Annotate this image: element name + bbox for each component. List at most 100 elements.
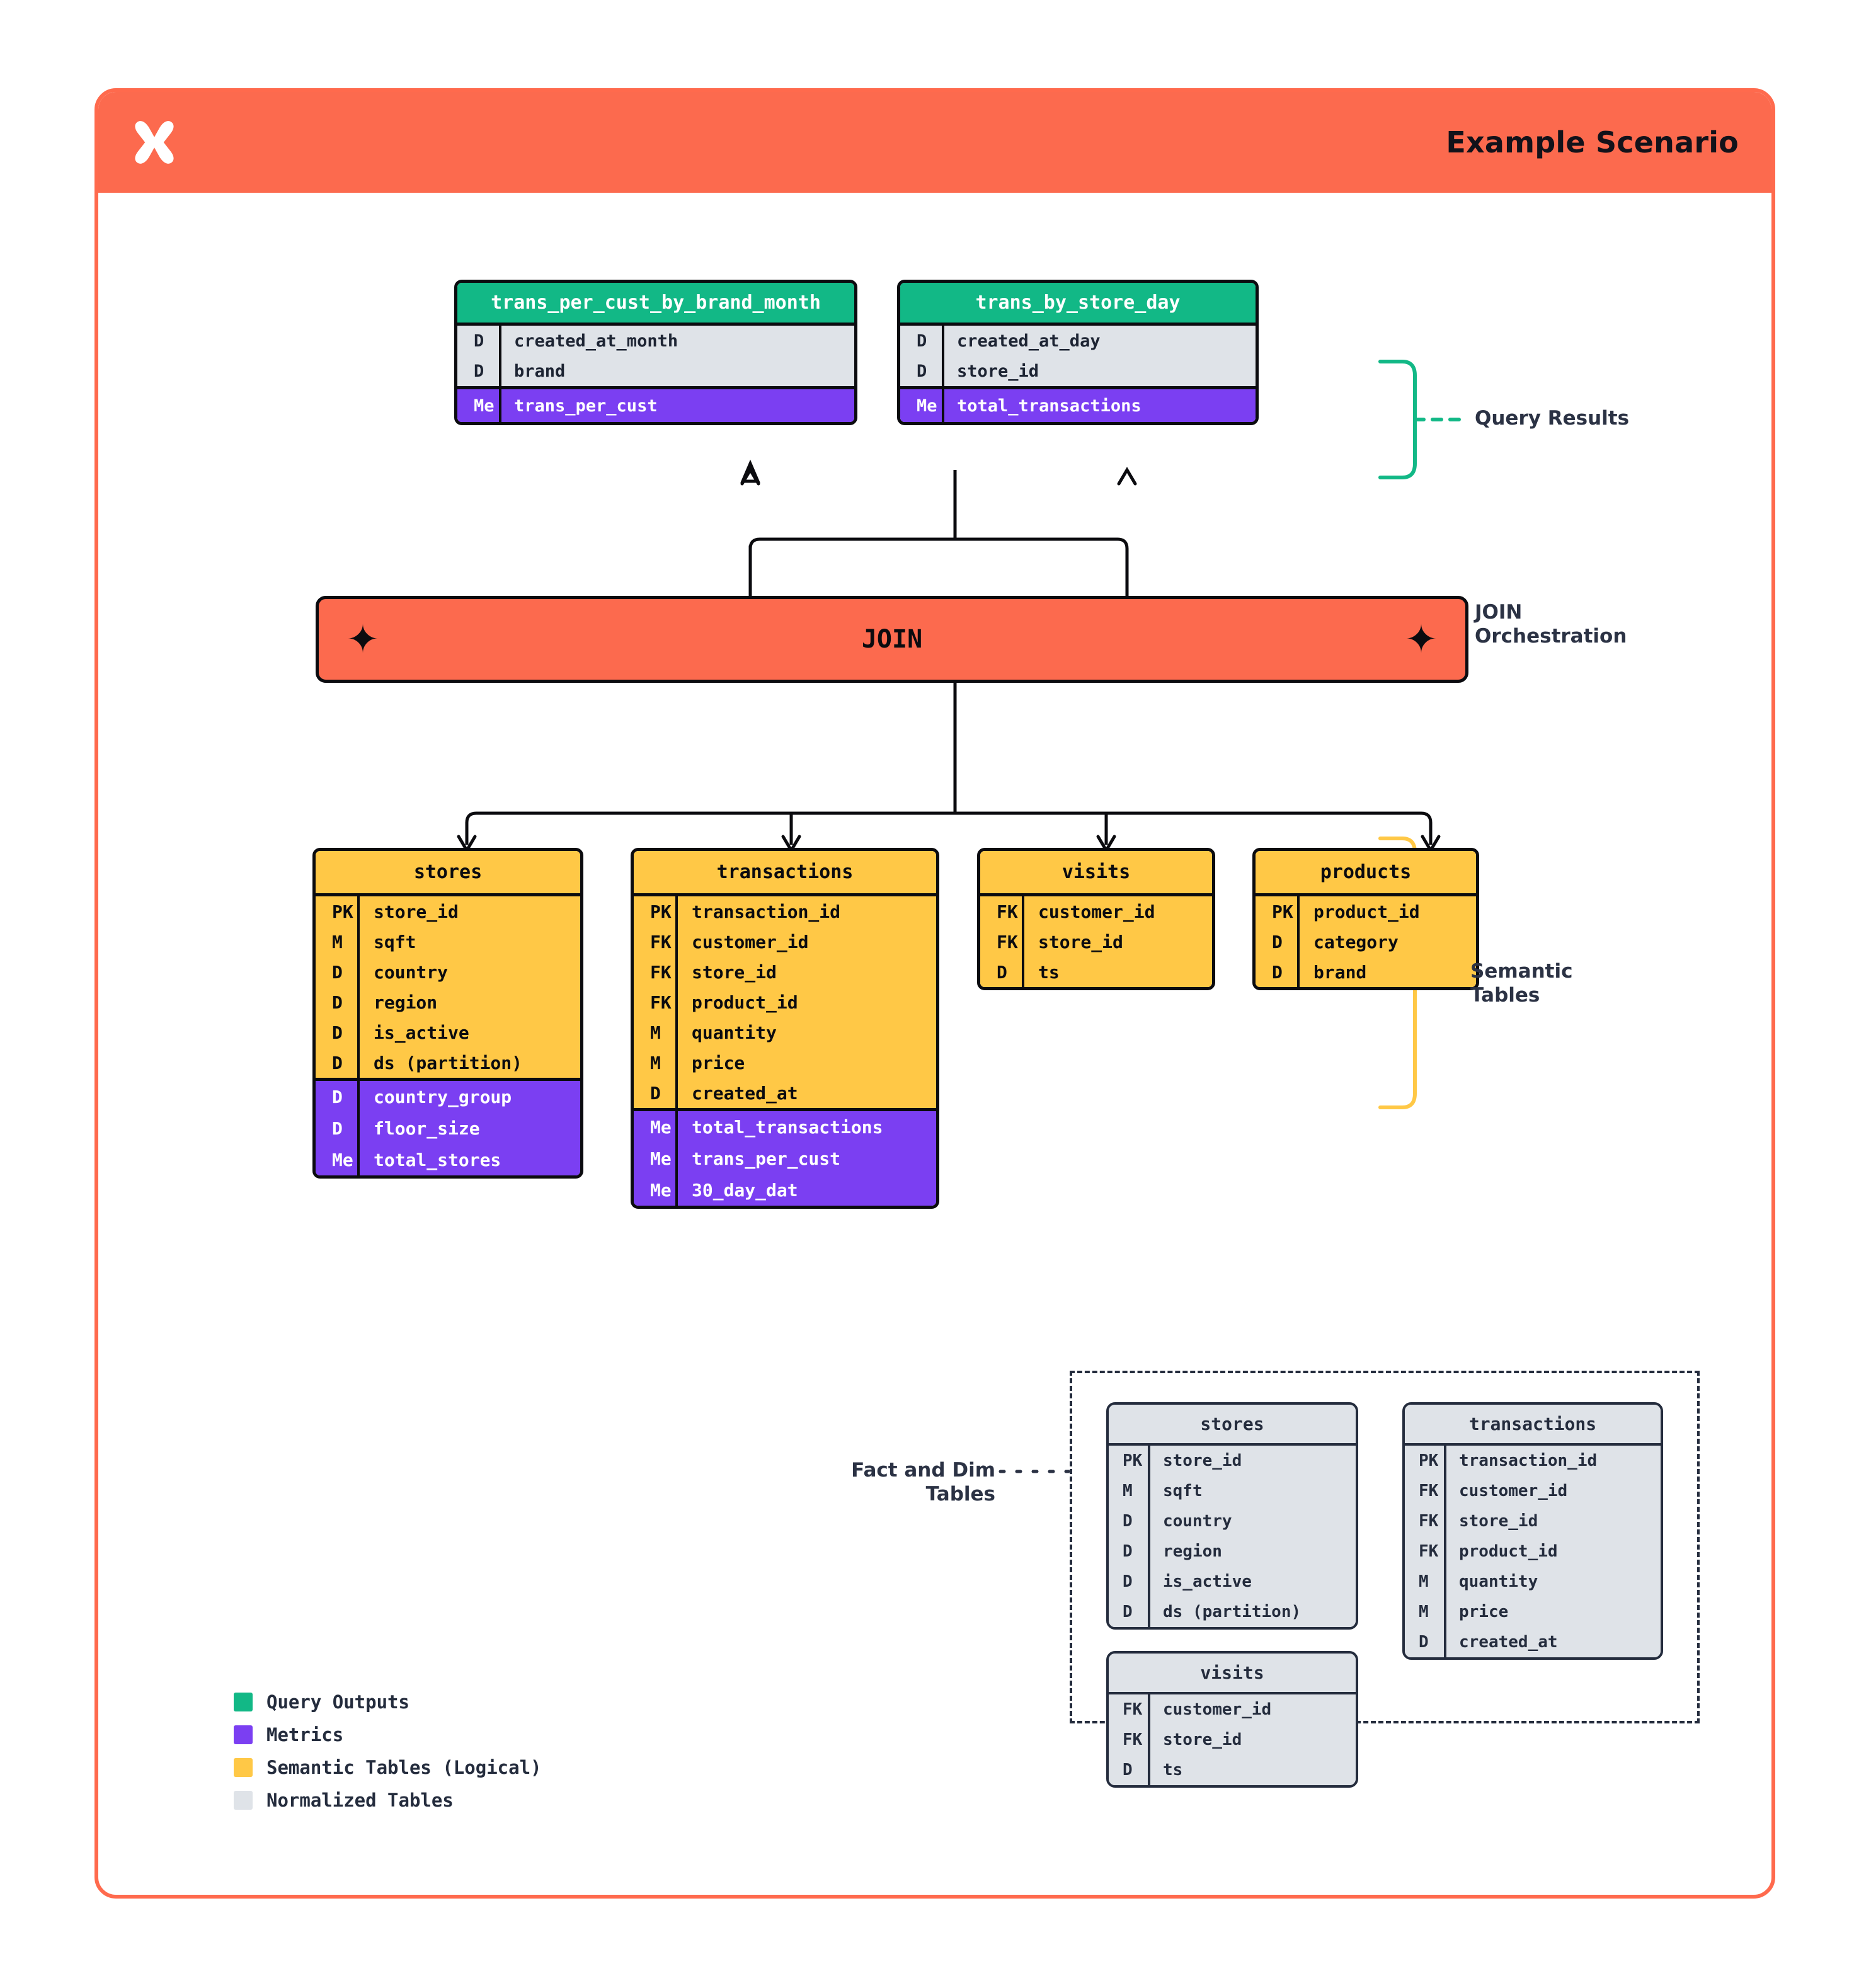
- row-field: is_active: [1148, 1567, 1356, 1597]
- row-tag: D: [332, 1052, 343, 1073]
- row-tag: D: [917, 361, 927, 381]
- row-field: store_id: [1148, 1725, 1356, 1755]
- row-tag: FK: [1419, 1542, 1439, 1561]
- row-field: brand: [1297, 957, 1476, 987]
- query-result-table-0[interactable]: trans_per_cust_by_brand_month D created_…: [454, 280, 857, 425]
- join-orchestration-bar[interactable]: ✦ JOIN ✦: [316, 596, 1468, 683]
- annotation-label: Fact and Dim Tables: [851, 1459, 995, 1505]
- sparkle-icon: ✦: [346, 616, 379, 662]
- table-row: D created_at_day: [900, 326, 1256, 356]
- row-tag: Me: [650, 1148, 672, 1169]
- legend-swatch-metrics: [234, 1725, 253, 1744]
- row-tag: D: [474, 331, 484, 351]
- page-title: Example Scenario: [1446, 125, 1739, 159]
- row-tag: D: [650, 1082, 661, 1104]
- row-field: trans_per_cust: [675, 1143, 936, 1174]
- card-header: Example Scenario: [98, 92, 1771, 193]
- row-field: trans_per_cust: [499, 389, 854, 422]
- row-field: customer_id: [1444, 1476, 1661, 1506]
- legend-label: Query Outputs: [266, 1691, 409, 1713]
- row-field: created_at_month: [499, 326, 854, 356]
- legend-swatch-semantic-tables: [234, 1758, 253, 1777]
- row-tag: D: [332, 961, 343, 983]
- row-field: price: [1444, 1597, 1661, 1627]
- table-title: transactions: [1405, 1405, 1661, 1443]
- row-field: store_id: [357, 896, 580, 927]
- annotation-fact-dim-tables: Fact and Dim Tables: [787, 1459, 995, 1507]
- table-row: D brand: [457, 356, 854, 386]
- row-tag: D: [474, 361, 484, 381]
- row-field: ds (partition): [357, 1048, 580, 1078]
- row-field: store_id: [675, 957, 936, 987]
- row-field: transaction_id: [675, 896, 936, 927]
- row-tag: Me: [917, 396, 937, 416]
- annotation-label-line2: Orchestration: [1475, 624, 1627, 648]
- table-row: D created_at_month: [457, 326, 854, 356]
- scenario-card: Example Scenario: [94, 88, 1775, 1899]
- row-tag: D: [332, 1022, 343, 1043]
- row-tag: D: [1272, 931, 1283, 952]
- row-tag: D: [997, 961, 1007, 983]
- row-tag: D: [1123, 1602, 1133, 1621]
- annotation-label-line1: JOIN: [1475, 601, 1523, 624]
- row-field: product_id: [1297, 896, 1476, 927]
- row-tag: FK: [650, 931, 672, 952]
- row-field: category: [1297, 927, 1476, 957]
- row-tag: D: [332, 1117, 343, 1139]
- row-tag: Me: [650, 1179, 672, 1201]
- row-tag: PK: [332, 901, 353, 922]
- row-tag: D: [1123, 1512, 1133, 1531]
- row-tag: FK: [997, 931, 1018, 952]
- legend-item: Semantic Tables (Logical): [234, 1751, 542, 1784]
- query-result-table-1[interactable]: trans_by_store_day D created_at_day D st…: [897, 280, 1259, 425]
- row-field: brand: [499, 356, 854, 386]
- row-field: transaction_id: [1444, 1446, 1661, 1476]
- row-field: country_group: [357, 1081, 580, 1112]
- legend-label: Semantic Tables (Logical): [266, 1757, 542, 1778]
- row-tag: D: [917, 331, 927, 351]
- row-field: country: [357, 957, 580, 987]
- row-field: total_stores: [357, 1144, 580, 1175]
- row-tag: Me: [650, 1116, 672, 1138]
- row-tag: M: [1123, 1482, 1133, 1500]
- row-tag: FK: [650, 961, 672, 983]
- row-field: created_at: [1444, 1627, 1661, 1657]
- row-field: product_id: [1444, 1536, 1661, 1567]
- row-tag: M: [1419, 1572, 1429, 1591]
- legend-swatch-normalized-tables: [234, 1791, 253, 1810]
- table-title: trans_per_cust_by_brand_month: [457, 283, 854, 323]
- row-field: ts: [1022, 957, 1212, 987]
- annotation-label: Query Results: [1475, 407, 1630, 430]
